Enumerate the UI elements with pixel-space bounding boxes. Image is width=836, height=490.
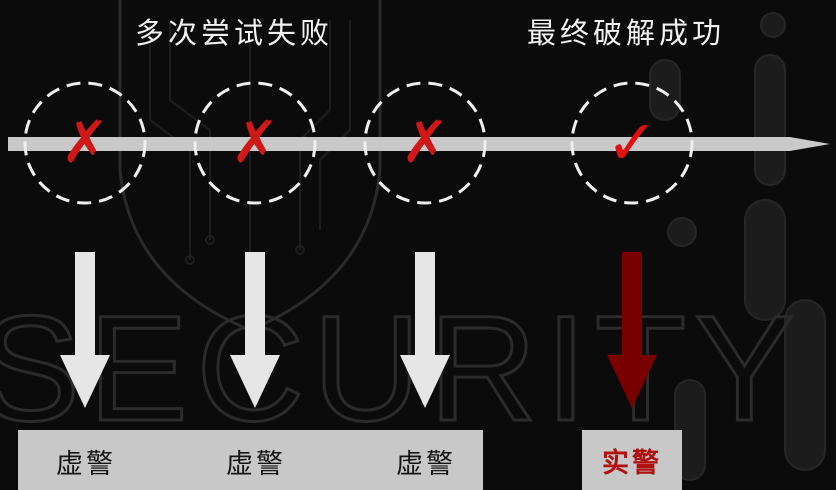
attempt-circle [193, 81, 317, 205]
final-success-caption: 最终破解成功 [527, 16, 726, 50]
success-down-arrow-icon [607, 252, 657, 408]
false-alarm-box: 虚警 虚警 虚警 [18, 430, 483, 490]
false-alarm-label: 虚警 [226, 449, 286, 480]
down-arrow-icon [230, 252, 280, 408]
success-circle [570, 81, 694, 205]
attempt-circle [363, 81, 487, 205]
true-alarm-label: 实警 [602, 447, 662, 479]
false-alarm-label: 虚警 [56, 449, 116, 480]
watermark-text: SECURITY [0, 284, 802, 452]
timeline-arrow [8, 137, 830, 151]
true-alarm-box: 实警 [582, 430, 682, 490]
down-arrow-icon [60, 252, 110, 408]
success-mark-icon: ✓ [606, 106, 658, 179]
failed-attempts-caption: 多次尝试失败 [135, 16, 334, 50]
fail-mark-icon: ✗ [61, 108, 110, 176]
down-arrow-icon [400, 252, 450, 408]
fail-mark-icon: ✗ [231, 108, 280, 176]
attempt-circle [23, 81, 147, 205]
fail-mark-icon: ✗ [401, 108, 450, 176]
false-alarm-label: 虚警 [396, 449, 456, 480]
